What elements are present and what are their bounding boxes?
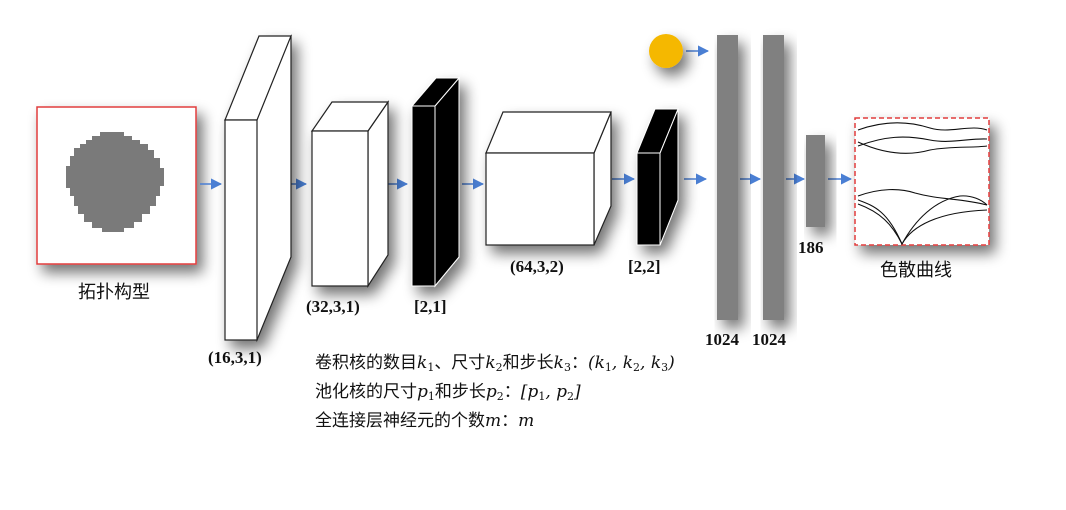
conv2-label: (32,3,1): [306, 297, 360, 316]
curve-band-6: [857, 203, 988, 246]
legend-conv-mid1: 、尺寸: [434, 353, 486, 373]
fc-layer-3: [806, 135, 825, 227]
legend-pool-text: 池化核的尺寸: [315, 382, 417, 402]
conv1-label: (16,3,1): [208, 348, 262, 367]
legend-pool-mid: 和步长: [434, 382, 486, 402]
legend-pool-row: 池化核的尺寸p1和步长p2：[p1, p2]: [315, 380, 675, 409]
legend-fc-colon: ：: [501, 411, 519, 431]
curve-band-4: [857, 189, 988, 206]
flow-arrows: [200, 45, 853, 190]
topology-shape: [66, 132, 164, 232]
conv-layer-3: [485, 111, 612, 246]
pool-tuple: [p1, p2]: [520, 382, 581, 403]
sym-k3: k3: [553, 353, 571, 374]
fc3-label: 186: [798, 238, 824, 257]
bias-sun-icon: [649, 34, 683, 68]
input-topology: [36, 106, 197, 265]
pool2-label: [2,2]: [628, 257, 661, 276]
curve-band-3: [857, 141, 988, 154]
legend-conv-text: 卷积核的数目: [315, 353, 417, 373]
curve-band-1: [857, 122, 988, 131]
pool1-label: [2,1]: [414, 297, 447, 316]
fc1-label: 1024: [705, 330, 739, 349]
output-label: 色散曲线: [880, 260, 952, 281]
output-dispersion: [854, 117, 990, 246]
sym-p1: p1: [417, 382, 435, 403]
pool-layer-2: [636, 108, 679, 246]
sym-k2: k2: [485, 353, 503, 374]
fc-layer-2: [763, 35, 784, 320]
sym-m-value: m: [518, 411, 535, 431]
curve-band-2: [857, 136, 988, 147]
fc-layer-1: [717, 35, 738, 320]
legend-conv-mid2: 和步长: [502, 353, 554, 373]
pool-layer-1: [410, 76, 461, 288]
legend-conv-colon: ：: [570, 353, 588, 373]
conv-layer-1: [224, 34, 292, 343]
input-label: 拓扑构型: [78, 282, 150, 303]
conv-tuple: (k1, k2, k3): [587, 353, 675, 374]
legend-pool-colon: ：: [503, 382, 521, 402]
legend: 卷积核的数目k1、尺寸k2和步长k3：(k1, k2, k3) 池化核的尺寸p1…: [315, 351, 675, 433]
curve-band-5: [857, 195, 988, 246]
sym-p2: p2: [485, 382, 504, 403]
conv3-label: (64,3,2): [510, 257, 564, 276]
sym-k1: k1: [417, 353, 435, 374]
legend-conv-row: 卷积核的数目k1、尺寸k2和步长k3：(k1, k2, k3): [315, 351, 675, 380]
legend-fc-row: 全连接层神经元的个数m：m: [315, 409, 675, 433]
conv-layer-2: [310, 100, 390, 289]
sym-m: m: [485, 411, 502, 431]
legend-fc-text: 全连接层神经元的个数: [315, 411, 485, 431]
fc2-label: 1024: [752, 330, 786, 349]
